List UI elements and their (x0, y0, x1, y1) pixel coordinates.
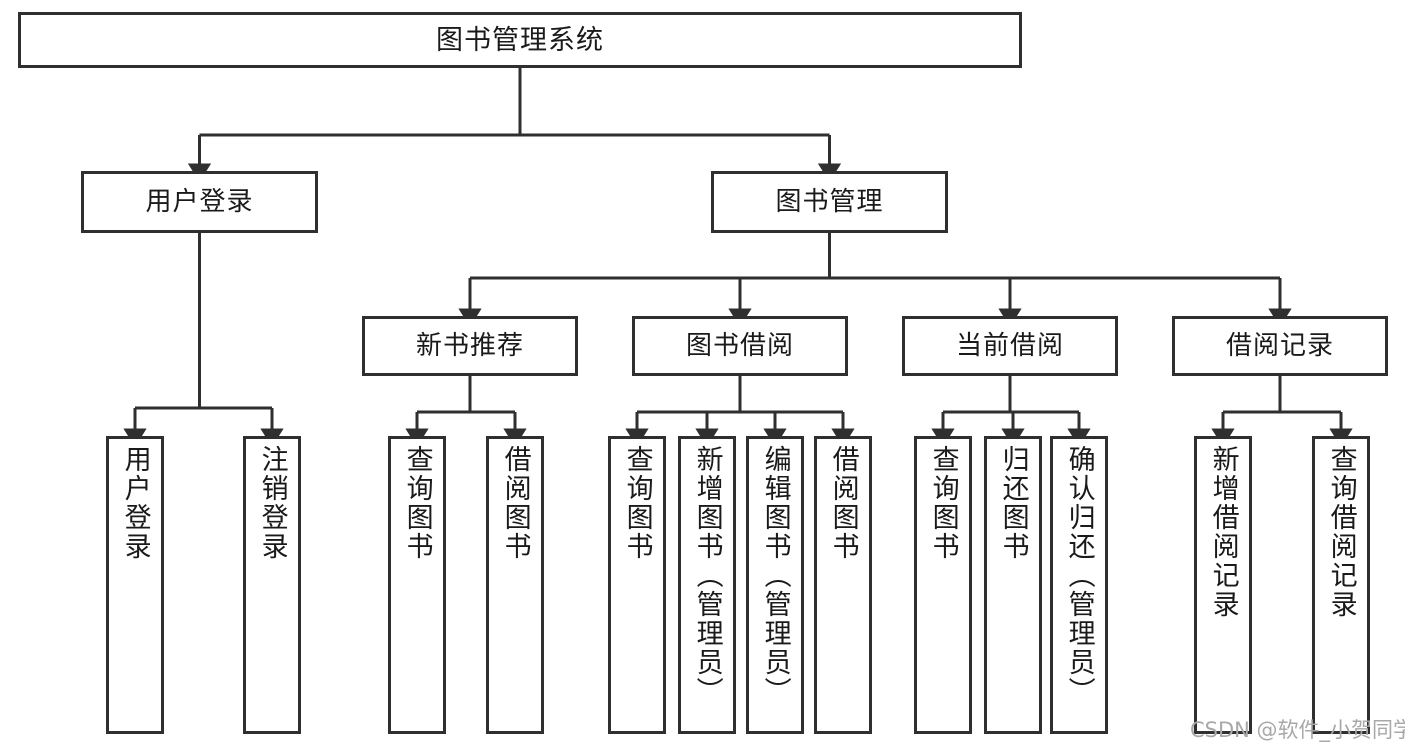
node-leaf-edit-book-label: 编辑图书（管理员） (759, 445, 791, 706)
node-leaf-user-login[interactable]: 用户登录 (106, 436, 164, 734)
node-leaf-add-record[interactable]: 新增借阅记录 (1194, 436, 1252, 734)
node-leaf-query-book-rec[interactable]: 查询图书 (388, 436, 446, 734)
node-leaf-logout[interactable]: 注销登录 (243, 436, 301, 734)
node-leaf-query-book-borrow-label: 查询图书 (621, 445, 653, 561)
node-leaf-borrow-book-rec-label: 借阅图书 (499, 445, 531, 561)
node-book-manage-label: 图书管理 (775, 187, 884, 217)
watermark-text: CSDN @软件_小贺同学 (1190, 718, 1405, 742)
node-leaf-query-record-label: 查询借阅记录 (1325, 445, 1357, 619)
node-current-borrow[interactable]: 当前借阅 (902, 316, 1118, 376)
node-leaf-add-record-label: 新增借阅记录 (1207, 445, 1239, 619)
node-new-book-rec-label: 新书推荐 (415, 331, 524, 361)
node-user-login-label: 用户登录 (145, 187, 254, 217)
node-leaf-add-book-label: 新增图书（管理员） (691, 445, 723, 706)
node-leaf-borrow-book-rec[interactable]: 借阅图书 (486, 436, 544, 734)
node-book-borrow-label: 图书借阅 (685, 331, 794, 361)
node-leaf-borrow-book[interactable]: 借阅图书 (814, 436, 872, 734)
node-leaf-query-book-cur-label: 查询图书 (927, 445, 959, 561)
node-leaf-logout-label: 注销登录 (256, 445, 288, 561)
node-leaf-query-book-rec-label: 查询图书 (401, 445, 433, 561)
node-leaf-query-record[interactable]: 查询借阅记录 (1312, 436, 1370, 734)
node-user-login[interactable]: 用户登录 (81, 171, 318, 233)
node-leaf-user-login-label: 用户登录 (119, 445, 151, 561)
node-borrow-record[interactable]: 借阅记录 (1172, 316, 1388, 376)
node-leaf-return-book-label: 归还图书 (997, 445, 1029, 561)
node-new-book-rec[interactable]: 新书推荐 (362, 316, 578, 376)
node-leaf-confirm-return-label: 确认归还（管理员） (1063, 445, 1095, 706)
node-book-borrow[interactable]: 图书借阅 (632, 316, 848, 376)
node-root[interactable]: 图书管理系统 (18, 12, 1022, 68)
node-root-label: 图书管理系统 (436, 24, 604, 56)
node-leaf-confirm-return[interactable]: 确认归还（管理员） (1050, 436, 1108, 734)
node-leaf-query-book-cur[interactable]: 查询图书 (914, 436, 972, 734)
node-current-borrow-label: 当前借阅 (955, 331, 1064, 361)
node-leaf-borrow-book-label: 借阅图书 (827, 445, 859, 561)
node-book-manage[interactable]: 图书管理 (711, 171, 948, 233)
node-leaf-edit-book[interactable]: 编辑图书（管理员） (746, 436, 804, 734)
node-leaf-add-book[interactable]: 新增图书（管理员） (678, 436, 736, 734)
node-borrow-record-label: 借阅记录 (1225, 331, 1334, 361)
node-leaf-query-book-borrow[interactable]: 查询图书 (608, 436, 666, 734)
node-leaf-return-book[interactable]: 归还图书 (984, 436, 1042, 734)
